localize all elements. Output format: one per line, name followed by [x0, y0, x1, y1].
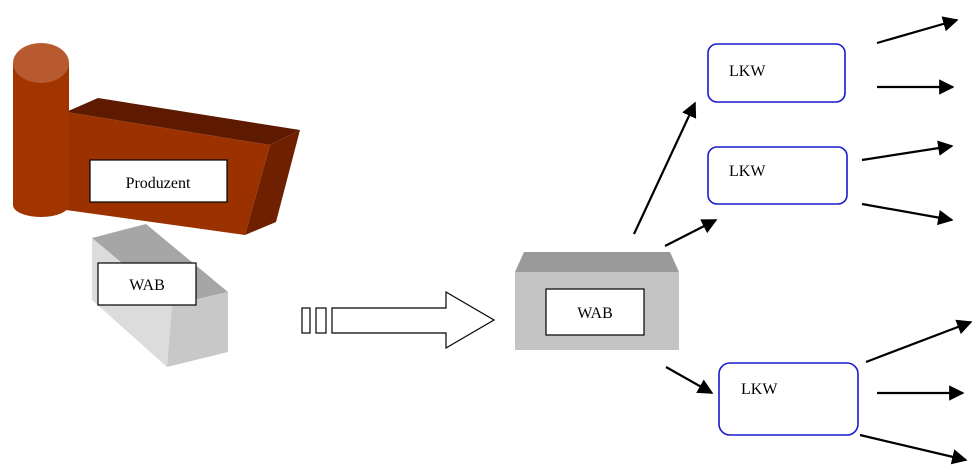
- arrow-wab-to-truck-2: [664, 219, 718, 247]
- wab-source-label-box: [97, 262, 197, 306]
- transfer-arrow-bar-1: [301, 307, 311, 334]
- producer-label-box: [89, 159, 228, 203]
- wab-source-label: WAB: [129, 277, 165, 294]
- transfer-arrow-body: [331, 290, 496, 350]
- producer-box-top: [66, 98, 300, 145]
- truck-3-label: LKW: [741, 381, 778, 398]
- wab-loaded-top: [515, 252, 679, 272]
- transfer-arrow-bar-2: [315, 307, 327, 334]
- wab-loaded-label: WAB: [577, 305, 613, 322]
- arrow-truck-2-out-2: [861, 202, 954, 226]
- wab-loaded-label-box: [545, 288, 645, 336]
- producer-label: Produzent: [126, 175, 191, 192]
- wab-source-container: WAB: [92, 224, 228, 367]
- truck-3-box: [718, 362, 859, 436]
- producer-building: Produzent: [13, 43, 300, 235]
- arrow-truck-1-out-1: [876, 16, 959, 45]
- truck-2-label: LKW: [729, 163, 766, 180]
- truck-1-box: [707, 43, 846, 103]
- truck-2-box: [707, 146, 848, 205]
- arrow-truck-3-out-3: [859, 433, 968, 465]
- wab-to-truck-arrows: [633, 101, 718, 394]
- truck-3: LKW: [718, 362, 859, 436]
- truck-1-label: LKW: [729, 63, 766, 80]
- producer-chimney-top: [13, 43, 69, 83]
- arrow-truck-3-out-1: [865, 319, 973, 364]
- producer-chimney-base: [13, 193, 69, 217]
- truck-outgoing-arrows: [859, 16, 973, 465]
- arrow-truck-2-out-1: [861, 140, 954, 162]
- producer-box-side: [245, 130, 300, 235]
- truck-1: LKW: [707, 43, 846, 103]
- wab-source-side: [167, 292, 228, 367]
- producer-chimney-body: [13, 63, 69, 205]
- truck-2: LKW: [707, 146, 848, 205]
- arrow-wab-to-truck-3: [665, 366, 714, 394]
- arrow-wab-to-truck-1: [633, 101, 697, 235]
- wab-loaded-container: WAB: [515, 252, 679, 350]
- transfer-arrow: [301, 290, 496, 350]
